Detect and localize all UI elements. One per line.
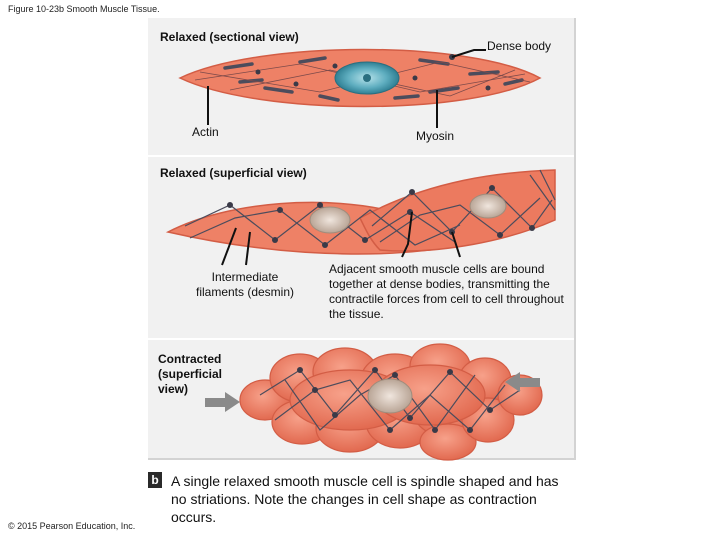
section-divider [148,155,574,157]
contracted-cells [239,343,543,461]
label-adjacent-cells: Adjacent smooth muscle cells are bound t… [329,262,564,321]
label-myosin: Myosin [416,129,455,143]
figure-title: Figure 10-23b Smooth Muscle Tissue. [8,4,160,14]
nucleus [309,206,351,234]
figure-part-badge: b [148,472,162,488]
label-actin: Actin [192,125,219,139]
heading-relaxed-superficial: Relaxed (superficial view) [160,166,307,180]
left-arrow-icon [505,372,540,392]
copyright-notice: © 2015 Pearson Education, Inc. [8,521,136,531]
myosin-filaments [223,56,524,102]
nucleolus [363,74,371,82]
relaxed-superficial-cells [165,169,556,255]
nucleus [469,193,507,219]
relaxed-sectional-cell [178,48,542,108]
dense-bodies-contracted [297,367,493,433]
leader-lines-sectional [207,49,486,128]
label-intermediate-filaments: Intermediate filaments (desmin) [195,270,295,299]
section-divider [148,338,574,340]
heading-contracted: Contracted (superficial view) [158,352,223,396]
figure-caption: A single relaxed smooth muscle cell is s… [171,473,559,525]
leader-lines-superficial [221,211,461,266]
heading-relaxed-sectional: Relaxed (sectional view) [160,30,299,44]
nucleus [367,378,413,414]
right-arrow-icon [205,392,240,412]
label-dense-body: Dense body [487,39,552,53]
